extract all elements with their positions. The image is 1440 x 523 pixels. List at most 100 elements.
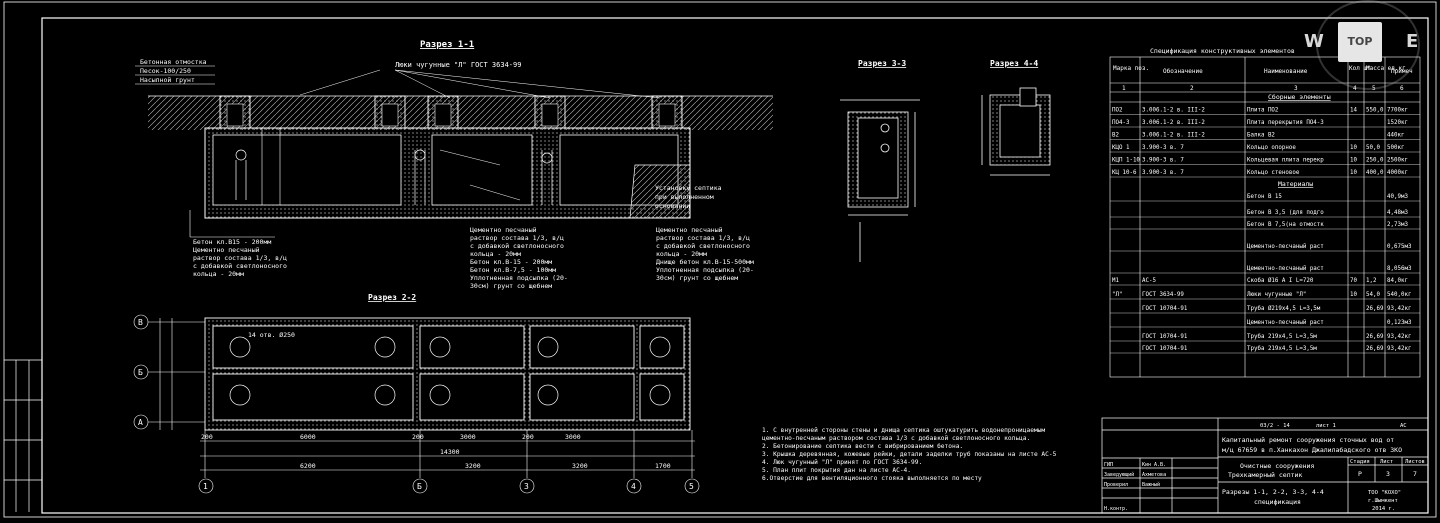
svg-text:1: 1 [1122,85,1126,92]
svg-text:АС: АС [1400,423,1407,429]
svg-text:Кин А.В.: Кин А.В. [1142,462,1166,468]
row-axis-v: В [138,318,143,327]
title-block [1101,417,1429,514]
viewcube-east[interactable]: E [1406,31,1419,52]
plan-dims: 6000 200 3000 200 3000 200 14300 3200 32… [201,433,671,470]
spec-cell: Труба 219х4,5 L=3,5м [1247,333,1317,340]
spec-cell: 93,42кг [1387,334,1411,340]
section-4-4 [981,87,1051,176]
svg-text:30см) грунт со щебнем: 30см) грунт со щебнем [656,274,738,282]
spec-cell: Бетон В 7,5(на отмостк [1247,222,1324,228]
section-3-3 [840,99,920,262]
spec-cell: "Л" [1112,292,1122,298]
svg-text:м/ц 67659 в п.Ханкахон Джалила: м/ц 67659 в п.Ханкахон Джалилабадского о… [1222,446,1402,454]
openings-label: 14 отв. Ø250 [248,331,295,339]
svg-text:2: 2 [1190,85,1194,92]
spec-cell: 0,123м3 [1387,320,1412,326]
manhole-risers [219,95,683,129]
spec-cell: Цементно-песчаный раст [1247,244,1324,250]
spec-cell: ГОСТ 10704-91 [1142,306,1188,312]
inner-frame [41,17,1429,514]
viewcube-ring[interactable] [1316,0,1420,90]
svg-text:Б: Б [417,482,422,491]
svg-text:Лист: Лист [1380,459,1393,465]
svg-text:Важный: Важный [1142,482,1160,488]
svg-text:2014 г.: 2014 г. [1372,506,1395,512]
svg-text:Листов: Листов [1405,459,1425,465]
svg-text:4. Люк чугунный "Л" принят по: 4. Люк чугунный "Л" принят по ГОСТ 3634-… [762,458,922,466]
spec-cell: 93,42кг [1387,306,1411,312]
spec-cell: 550,0 [1366,108,1384,114]
svg-text:Капитальный ремонт сооружения: Капитальный ремонт сооружения сточных во… [1222,436,1394,444]
svg-text:1. С внутренней стороны стены: 1. С внутренней стороны стены и днища се… [762,426,1045,434]
spec-cell: АС-5 [1142,278,1156,284]
spec-cell: 10 [1350,292,1357,298]
spec-cell: Кольцо опорное [1247,145,1296,151]
note-c: Цементно песчаный раствор состава 1/3, в… [656,226,754,282]
spec-cell: 26,69 [1366,334,1384,340]
svg-text:30см) грунт со щебнем: 30см) грунт со щебнем [470,282,552,290]
row-axis-b: Б [138,368,143,377]
svg-text:2. Бетонирование септика вести: 2. Бетонирование септика вести с вибриро… [762,442,963,450]
spec-cell: 500кг [1387,145,1404,151]
svg-text:7: 7 [1413,470,1417,478]
svg-text:Ахметова: Ахметова [1142,472,1166,478]
svg-text:Цементно песчаный: Цементно песчаный [470,226,537,234]
svg-text:6.Отверстие для вентиляционног: 6.Отверстие для вентиляционного стояка в… [762,475,982,482]
spec-cell: 14 [1350,108,1357,114]
svg-text:с добавкой светлоносного: с добавкой светлоносного [470,242,564,250]
spec-cell: 3.900-3 в. 7 [1142,170,1184,176]
svg-text:Днище бетон кл.В-15-500мм: Днище бетон кл.В-15-500мм [656,258,754,266]
hatches-note: Люки чугунные "Л" ГОСТ 3634-99 [395,61,521,69]
viewcube-top-face[interactable]: TOP [1338,22,1382,62]
spec-cell: ГОСТ 10704-91 [1142,346,1188,352]
spec-cell: ПО4-3 [1112,120,1130,126]
spec-cell: 26,69 [1366,306,1384,312]
dim-left [261,128,281,205]
spec-cell: Балка В2 [1247,133,1275,139]
svg-text:Бетонная отмостка: Бетонная отмостка [140,58,207,66]
spec-cell: 4,48м3 [1387,210,1408,216]
manhole-openings [226,103,676,127]
spec-cell: ПО2 [1112,108,1122,114]
spec-cell: КЦО 1 [1112,145,1130,151]
plan-row-axes [133,314,205,430]
spec-cell: Плита ПО2 [1247,108,1278,114]
spec-cell: КЦП 1-10 [1112,158,1140,164]
spec-cell: 0,675м3 [1387,244,1412,250]
svg-text:Цементно песчаный: Цементно песчаный [193,246,260,254]
svg-text:6000: 6000 [300,433,316,441]
svg-text:лист 1: лист 1 [1316,423,1336,429]
outer-frame [3,1,1437,518]
spec-cell: 10 [1350,145,1357,151]
spec-section-2: Материалы [1278,180,1313,188]
spec-cell: Цементно-песчаный раст [1247,320,1324,326]
svg-text:кольца - 20мм: кольца - 20мм [193,270,244,278]
spec-cell: 440кг [1387,133,1404,139]
viewcube-west[interactable]: W [1304,31,1324,52]
svg-text:Наименование: Наименование [1264,68,1308,75]
note-b: Цементно песчаный раствор состава 1/3, в… [470,226,568,290]
svg-text:Р: Р [1358,470,1362,478]
svg-text:3. Крышка деревянная, кожевые: 3. Крышка деревянная, кожевые рейки, дет… [762,450,1057,458]
plan-view [204,317,691,431]
svg-text:3200: 3200 [465,462,481,470]
svg-text:Установку септика: Установку септика [655,184,722,192]
svg-text:Бетон кл.В-15 - 200мм: Бетон кл.В-15 - 200мм [470,258,552,266]
chamber-2 [431,134,533,206]
svg-text:Разрезы 1-1, 2-2, 3-3, 4-4: Разрезы 1-1, 2-2, 3-3, 4-4 [1222,488,1324,496]
svg-text:Насыпной грунт: Насыпной грунт [140,76,195,84]
svg-text:Стадия: Стадия [1350,459,1370,465]
svg-text:спецификация: спецификация [1254,498,1301,506]
note-a: Бетон кл.В15 - 200мм Цементно песчаный р… [189,210,287,278]
row-axis-a: А [138,418,143,427]
svg-text:при выполненном: при выполненном [655,193,714,201]
svg-text:Проверил: Проверил [1104,482,1128,488]
spec-cell: Цементно-песчаный раст [1247,266,1324,272]
svg-text:раствор состава 1/3, в/ц: раствор состава 1/3, в/ц [656,234,750,242]
svg-text:кольца - 20мм: кольца - 20мм [656,250,707,258]
spec-section-1: Сборные элементы [1268,93,1331,101]
